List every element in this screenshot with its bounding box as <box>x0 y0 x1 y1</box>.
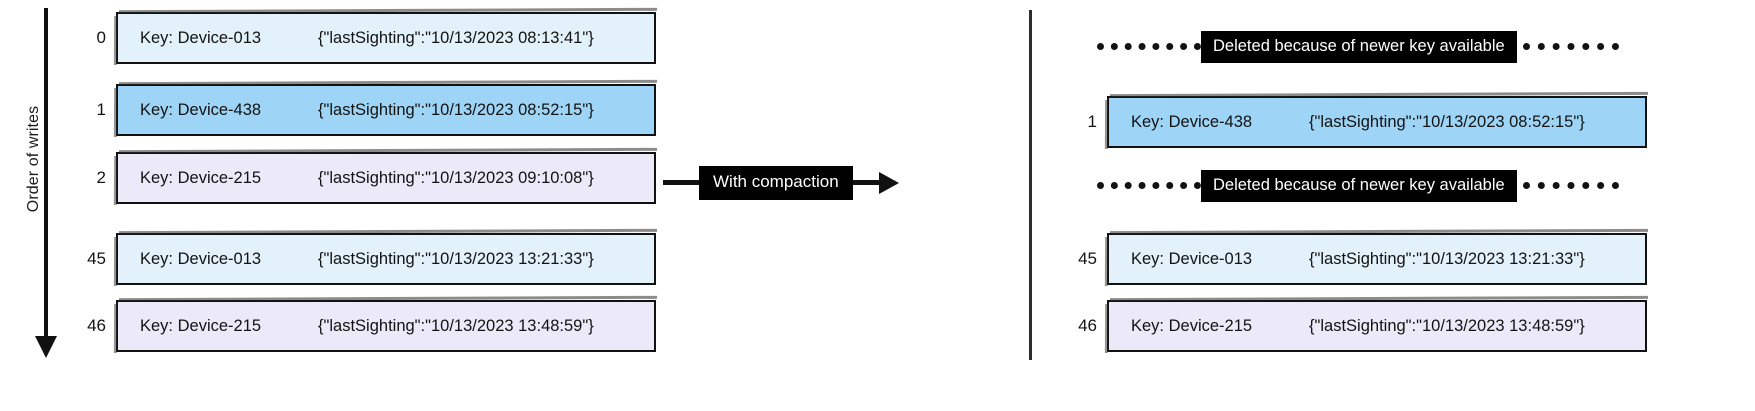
record-box[interactable]: Key: Device-013 {"lastSighting":"10/13/2… <box>1107 233 1647 285</box>
dotted-line-right <box>1522 182 1619 190</box>
write-log-row: 46 Key: Device-215 {"lastSighting":"10/1… <box>72 300 656 352</box>
order-of-writes-label: Order of writes <box>25 105 42 213</box>
record-index: 1 <box>1087 112 1097 131</box>
record-box[interactable]: Key: Device-013 {"lastSighting":"10/13/2… <box>116 233 656 285</box>
compacted-row: 46 Key: Device-215 {"lastSighting":"10/1… <box>1063 300 1647 352</box>
deleted-label: Deleted because of newer key available <box>1201 31 1517 63</box>
record-key: Key: Device-215 <box>1131 316 1253 335</box>
right-arrow-icon <box>878 171 899 194</box>
record-value: {"lastSighting":"10/13/2023 13:21:33"} <box>318 249 594 268</box>
record-key: Key: Device-013 <box>140 28 262 47</box>
write-log-row: 1 Key: Device-438 {"lastSighting":"10/13… <box>72 84 656 136</box>
dotted-line-left <box>1097 43 1201 51</box>
record-value: {"lastSighting":"10/13/2023 13:48:59"} <box>1309 316 1585 335</box>
record-key: Key: Device-215 <box>140 168 262 187</box>
record-box[interactable]: Key: Device-438 {"lastSighting":"10/13/2… <box>116 84 656 136</box>
deleted-label: Deleted because of newer key available <box>1201 170 1517 202</box>
record-key: Key: Device-013 <box>140 249 262 268</box>
write-log-row: 2 Key: Device-215 {"lastSighting":"10/13… <box>72 152 656 204</box>
record-key: Key: Device-215 <box>140 316 262 335</box>
record-value: {"lastSighting":"10/13/2023 13:21:33"} <box>1309 249 1585 268</box>
record-box[interactable]: Key: Device-215 {"lastSighting":"10/13/2… <box>1107 300 1647 352</box>
record-index: 1 <box>96 100 106 119</box>
panel-divider <box>1029 10 1032 360</box>
record-box[interactable]: Key: Device-215 {"lastSighting":"10/13/2… <box>116 152 656 204</box>
record-value: {"lastSighting":"10/13/2023 09:10:08"} <box>318 168 594 187</box>
record-index: 45 <box>1078 249 1097 268</box>
write-log-row: 45 Key: Device-013 {"lastSighting":"10/1… <box>72 233 656 285</box>
write-log-row: 0 Key: Device-013 {"lastSighting":"10/13… <box>72 12 656 64</box>
deleted-annotation: Deleted because of newer key available <box>1097 31 1619 63</box>
record-box[interactable]: Key: Device-438 {"lastSighting":"10/13/2… <box>1107 96 1647 148</box>
record-value: {"lastSighting":"10/13/2023 13:48:59"} <box>318 316 594 335</box>
record-key: Key: Device-438 <box>140 100 262 119</box>
with-compaction-arrow: With compaction <box>663 166 899 200</box>
dotted-line-right <box>1522 43 1619 51</box>
record-value: {"lastSighting":"10/13/2023 08:52:15"} <box>318 100 594 119</box>
compacted-row: 1 Key: Device-438 {"lastSighting":"10/13… <box>1063 96 1647 148</box>
down-arrow-icon <box>35 8 57 358</box>
dotted-line-left <box>1097 182 1201 190</box>
record-index: 45 <box>87 249 106 268</box>
record-index: 0 <box>96 28 106 47</box>
record-index: 2 <box>96 168 106 187</box>
arrow-line-right <box>852 180 879 186</box>
arrow-line-left <box>663 180 699 186</box>
compacted-row: 45 Key: Device-013 {"lastSighting":"10/1… <box>1063 233 1647 285</box>
record-index: 46 <box>87 316 106 335</box>
record-box[interactable]: Key: Device-013 {"lastSighting":"10/13/2… <box>116 12 656 64</box>
deleted-annotation: Deleted because of newer key available <box>1097 170 1619 202</box>
record-value: {"lastSighting":"10/13/2023 08:13:41"} <box>318 28 594 47</box>
with-compaction-label: With compaction <box>699 166 853 200</box>
record-value: {"lastSighting":"10/13/2023 08:52:15"} <box>1309 112 1585 131</box>
record-key: Key: Device-438 <box>1131 112 1253 131</box>
record-index: 46 <box>1078 316 1097 335</box>
record-box[interactable]: Key: Device-215 {"lastSighting":"10/13/2… <box>116 300 656 352</box>
record-key: Key: Device-013 <box>1131 249 1253 268</box>
